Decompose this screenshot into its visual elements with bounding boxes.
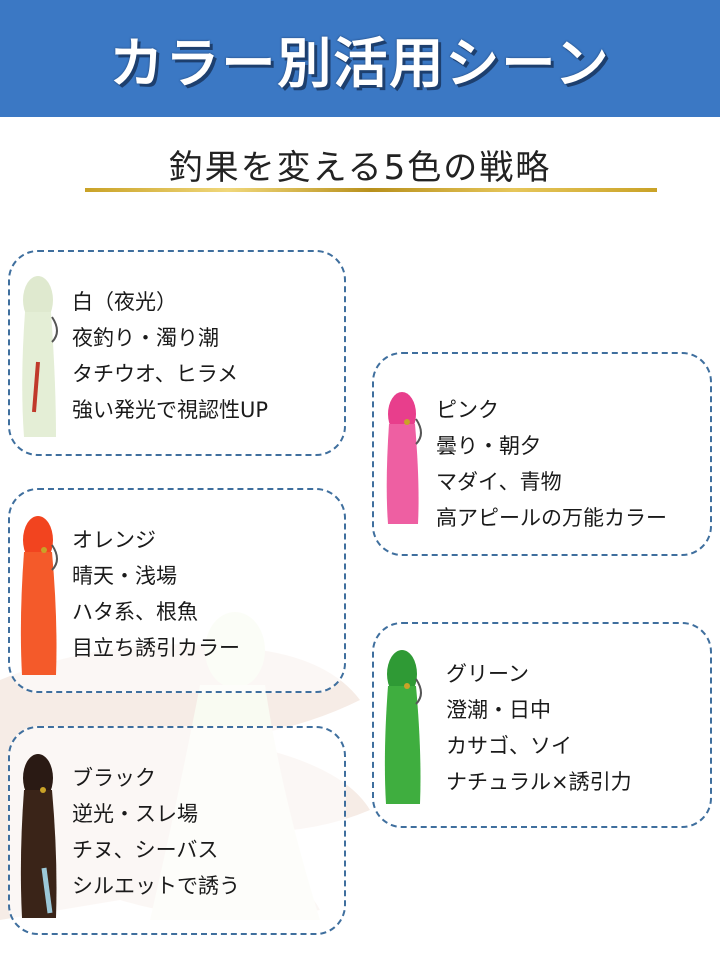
color-name: オレンジ bbox=[72, 528, 156, 552]
subtitle: 釣果を変える5色の戦略 bbox=[168, 148, 552, 188]
color-name: ブラック bbox=[72, 766, 156, 790]
target-fish: チヌ、シーバス bbox=[72, 838, 219, 862]
target-fish: マダイ、青物 bbox=[436, 470, 562, 494]
octopus-lure-black-icon bbox=[20, 754, 57, 918]
conditions: 澄潮・日中 bbox=[446, 698, 551, 722]
target-fish: カサゴ、ソイ bbox=[446, 734, 572, 758]
feature: 高アピールの万能カラー bbox=[436, 506, 667, 530]
color-card-orange: オレンジ 晴天・浅場 ハタ系、根魚 目立ち誘引カラー bbox=[8, 488, 346, 693]
header-banner: カラー別活用シーン bbox=[0, 0, 720, 117]
divider bbox=[85, 188, 657, 192]
color-name: 白（夜光） bbox=[72, 290, 177, 314]
color-name: ピンク bbox=[436, 398, 499, 422]
feature: 目立ち誘引カラー bbox=[72, 636, 240, 660]
octopus-lure-green-icon bbox=[384, 650, 422, 804]
color-card-green: グリーン 澄潮・日中 カサゴ、ソイ ナチュラル×誘引力 bbox=[372, 622, 712, 828]
color-card-black: ブラック 逆光・スレ場 チヌ、シーバス シルエットで誘う bbox=[8, 726, 346, 935]
conditions: 晴天・浅場 bbox=[72, 564, 177, 588]
octopus-lure-pink-icon bbox=[386, 392, 422, 524]
target-fish: ハタ系、根魚 bbox=[72, 600, 198, 624]
octopus-lure-white-icon bbox=[22, 276, 58, 437]
conditions: 曇り・朝夕 bbox=[436, 434, 541, 458]
feature: ナチュラル×誘引力 bbox=[446, 770, 632, 794]
page-title: カラー別活用シーン bbox=[109, 32, 611, 95]
color-name: グリーン bbox=[446, 662, 529, 686]
feature: シルエットで誘う bbox=[72, 874, 240, 898]
conditions: 夜釣り・濁り潮 bbox=[72, 326, 219, 350]
octopus-lure-orange-icon bbox=[20, 516, 58, 675]
conditions: 逆光・スレ場 bbox=[72, 802, 198, 826]
color-card-pink: ピンク 曇り・朝夕 マダイ、青物 高アピールの万能カラー bbox=[372, 352, 712, 556]
color-card-white: 白（夜光） 夜釣り・濁り潮 タチウオ、ヒラメ 強い発光で視認性UP bbox=[8, 250, 346, 456]
feature: 強い発光で視認性UP bbox=[72, 398, 269, 422]
target-fish: タチウオ、ヒラメ bbox=[72, 362, 239, 386]
